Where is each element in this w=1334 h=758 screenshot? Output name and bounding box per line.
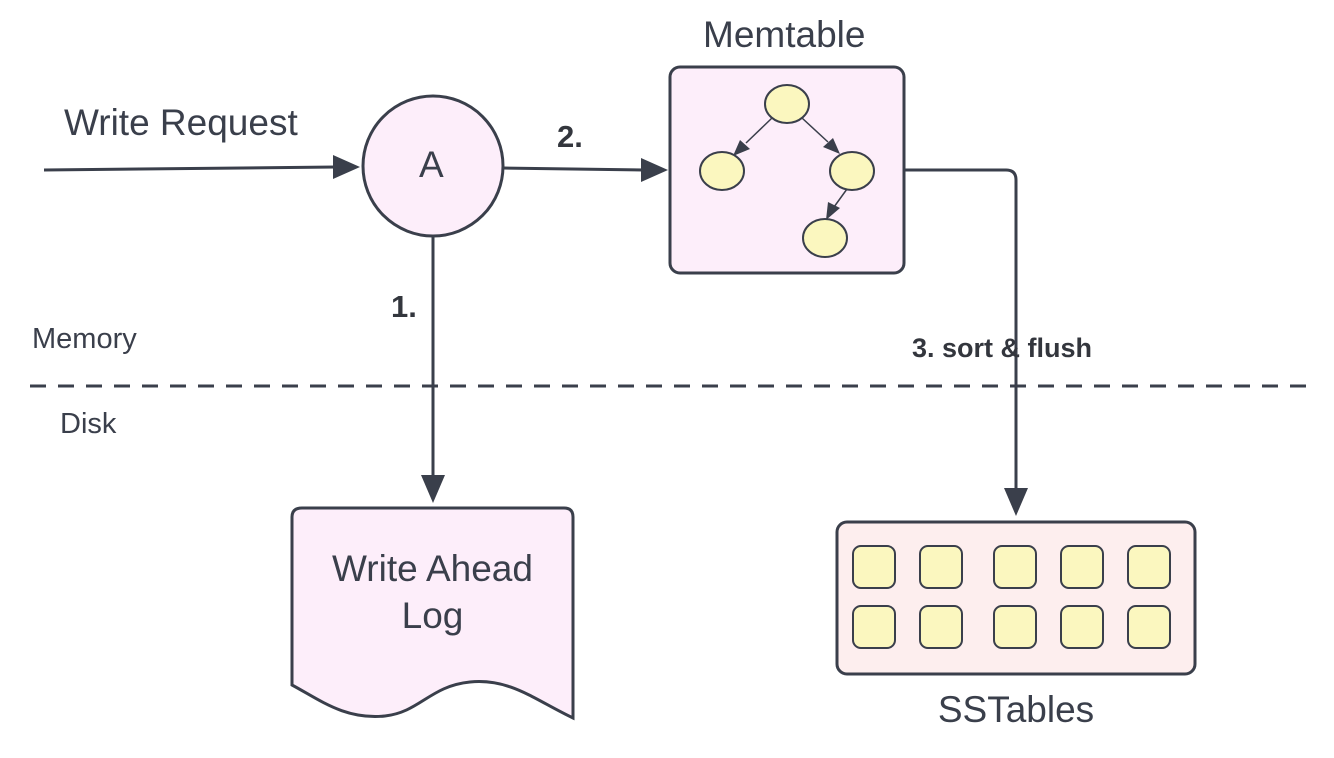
step1-arrowhead xyxy=(421,475,445,503)
tree-node-right xyxy=(829,151,875,191)
tree-edge-right-head xyxy=(823,138,840,154)
node-a-label: A xyxy=(419,144,444,185)
write-request-arrowhead xyxy=(333,155,360,179)
sstable-block xyxy=(993,605,1037,649)
step2-label: 2. xyxy=(557,119,583,154)
step2-arrowhead xyxy=(641,158,668,182)
tree-edge-right xyxy=(801,117,829,143)
sstable-block xyxy=(1127,545,1171,589)
step2-arrow xyxy=(502,166,645,172)
write-request-label: Write Request xyxy=(64,102,298,143)
tree-edge-down-head xyxy=(826,202,840,220)
tree-node-left xyxy=(699,151,745,191)
sstable-blocks xyxy=(852,545,1171,649)
sstable-block xyxy=(993,545,1037,589)
wal-label-line1: Write Ahead xyxy=(332,548,533,589)
sstable-block xyxy=(852,545,896,589)
wal-document xyxy=(290,506,575,721)
sstable-block xyxy=(919,545,963,589)
tree-edge-down xyxy=(833,188,848,208)
tree-edge-left xyxy=(745,117,773,144)
wal-label-line2: Log xyxy=(401,595,464,636)
memtable-label: Memtable xyxy=(703,14,866,55)
sstable-block xyxy=(1060,545,1104,589)
write-request-arrow xyxy=(43,165,337,172)
step3-label: 3. sort & flush xyxy=(912,333,1093,363)
tree-node-root xyxy=(764,84,810,124)
sstable-block xyxy=(1060,605,1104,649)
flush-path xyxy=(904,168,1018,490)
step1-label: 1. xyxy=(391,289,417,324)
memory-label: Memory xyxy=(32,323,137,355)
sstable-block xyxy=(919,605,963,649)
sstables-label: SSTables xyxy=(937,689,1095,730)
tree-edge-left-head xyxy=(733,140,750,156)
sstable-block xyxy=(852,605,896,649)
sstables-box xyxy=(835,520,1197,676)
tree-node-leaf xyxy=(802,218,848,258)
disk-label: Disk xyxy=(60,408,117,440)
flush-arrowhead xyxy=(1004,488,1028,516)
sstable-block xyxy=(1127,605,1171,649)
